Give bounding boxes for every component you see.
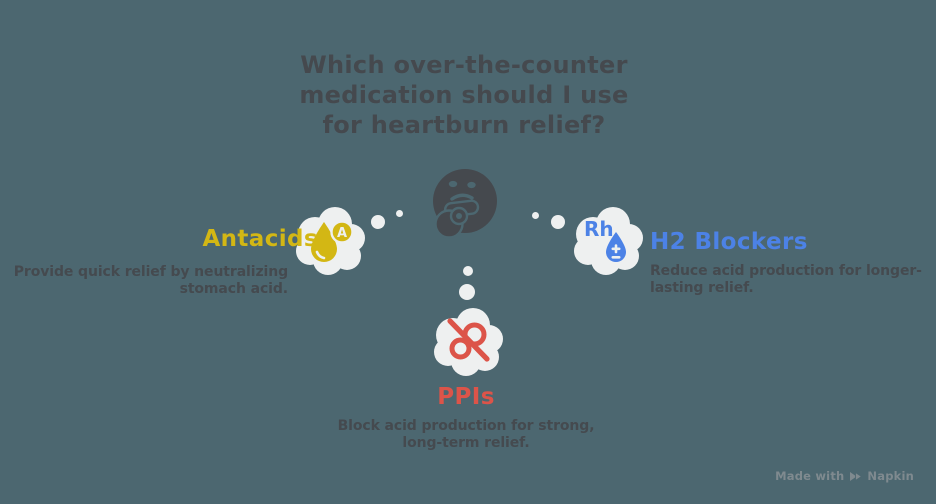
h2-blockers-thought-bubble: Rh	[568, 202, 648, 278]
h2-desc-line-1: Reduce acid production for longer-	[650, 263, 922, 279]
made-with-napkin-watermark: Made with Napkin	[775, 469, 914, 483]
antacids-desc-line-1: Provide quick relief by neutralizing	[13, 264, 288, 280]
thought-dot	[459, 284, 475, 300]
antacids-description: Provide quick relief by neutralizing sto…	[14, 264, 288, 298]
ppis-label: PPIs	[437, 384, 495, 410]
rh-text: Rh	[584, 217, 614, 241]
antacids-thought-bubble: A	[290, 202, 370, 278]
thought-dot	[371, 215, 385, 229]
thought-dot	[396, 210, 403, 217]
antacid-droplet-icon: A	[311, 220, 354, 262]
thought-dot	[463, 266, 473, 276]
rh-droplet-icon: Rh	[584, 217, 626, 262]
antacid-badge-letter: A	[337, 226, 347, 241]
thinking-face-icon	[428, 165, 502, 245]
ppis-desc-line-1: Block acid production for strong,	[337, 418, 595, 434]
antacids-label: Antacids	[202, 226, 318, 252]
h2-blockers-label: H2 Blockers	[650, 229, 808, 255]
title-line-2: medication should I use	[299, 81, 629, 109]
title-line-1: Which over-the-counter	[300, 51, 628, 79]
blocked-prescription-icon	[447, 318, 490, 362]
antacids-desc-line-2: stomach acid.	[179, 281, 289, 297]
title-line-3: for heartburn relief?	[322, 111, 606, 139]
ppis-description: Block acid production for strong, long-t…	[338, 418, 595, 452]
thought-dot	[551, 215, 565, 229]
watermark-prefix: Made with	[775, 469, 845, 483]
watermark-brand: Napkin	[867, 469, 914, 483]
thought-dot	[532, 212, 539, 219]
ppis-thought-bubble	[428, 303, 508, 379]
page-title: Which over-the-counter medication should…	[299, 50, 628, 140]
ppis-desc-line-2: long-term relief.	[402, 435, 530, 451]
h2-desc-line-2: lasting relief.	[650, 280, 754, 296]
napkin-logo-icon	[850, 471, 863, 481]
h2-blockers-description: Reduce acid production for longer- lasti…	[650, 263, 922, 297]
